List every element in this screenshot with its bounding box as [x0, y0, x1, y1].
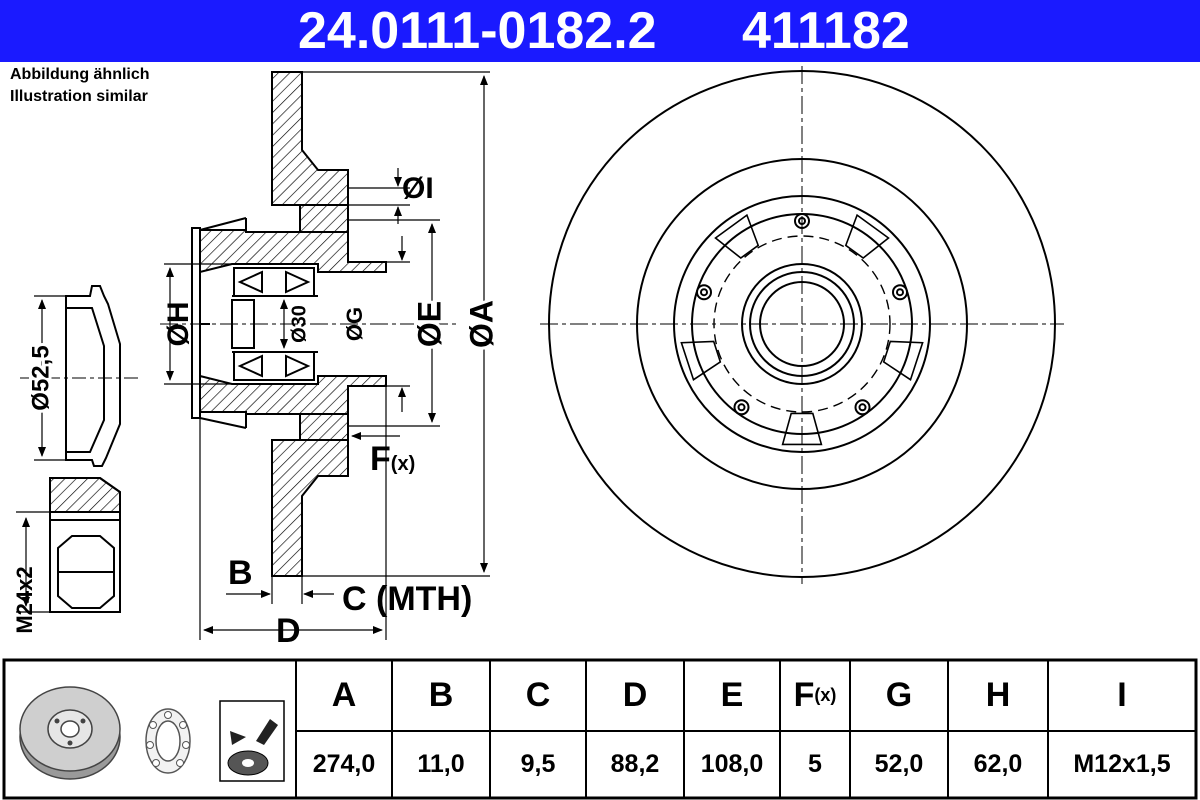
hub-pocket — [882, 340, 924, 381]
disc-cross-section — [191, 71, 387, 577]
label-C: C (MTH) — [342, 580, 472, 618]
spec-value-b: 11,0 — [417, 750, 465, 778]
cap-dimension — [34, 295, 66, 461]
spec-header-h: H — [948, 660, 1048, 731]
header-bar: 24.0111-0182.2 411182 — [0, 0, 1200, 62]
spec-header-a: A — [296, 660, 392, 731]
label-D: D — [276, 612, 301, 650]
label-dia-G: ØG — [342, 307, 367, 341]
bolt-hole — [858, 403, 867, 412]
spec-header-text: C — [525, 676, 551, 714]
spec-value-i: M12x1,5 — [1073, 750, 1171, 778]
disc-front-features — [680, 213, 924, 446]
spec-header-text: D — [622, 676, 648, 714]
spec-header-d: D — [586, 660, 684, 731]
spec-table: A 274,0 B 11,0 C 9,5 D 88,2 E 108,0 F(x) 5 G 52,0 H 62,… — [0, 657, 1200, 800]
spec-value-e: 108,0 — [700, 750, 764, 778]
note-english: Illustration similar — [10, 88, 148, 105]
spec-header-text: H — [985, 676, 1011, 714]
grease-icon — [219, 700, 285, 782]
hub-pocket — [781, 412, 823, 446]
spec-value-h: 62,0 — [973, 750, 1023, 778]
spec-value-a: 274,0 — [312, 750, 376, 778]
reference-number: 411182 — [742, 2, 910, 60]
spec-header-text: I — [1117, 676, 1127, 714]
label-F-main: F — [370, 440, 391, 478]
spec-header-text: A — [331, 676, 357, 714]
spec-header-text: G — [885, 676, 913, 714]
label-thread: M24x2 — [12, 566, 37, 633]
spec-header-f: F(x) — [780, 660, 850, 731]
spec-header-e: E — [684, 660, 780, 731]
bolt-hole — [737, 403, 746, 412]
axle-nut — [49, 477, 121, 613]
label-F: F(x) — [370, 440, 415, 478]
nut-dimension — [16, 511, 50, 613]
spec-header-text: E — [720, 676, 744, 714]
label-dia-A: ØA — [463, 300, 499, 348]
label-dia-I: ØI — [402, 172, 434, 205]
spec-header-i: I — [1048, 660, 1196, 731]
bolt-hole — [700, 288, 708, 297]
spec-header-text: B — [428, 676, 454, 714]
spec-header-suffix: (x) — [814, 685, 837, 705]
label-dia-52: Ø52,5 — [27, 345, 54, 410]
label-dia-30: Ø30 — [288, 305, 310, 343]
spec-table-grid — [2, 658, 1198, 800]
label-dia-H: ØH — [162, 302, 195, 347]
spec-header-c: C — [490, 660, 586, 731]
spec-value-c: 9,5 — [520, 750, 556, 778]
note-german: Abbildung ähnlich — [10, 66, 150, 83]
hub-pocket — [680, 340, 722, 381]
spec-header-g: G — [850, 660, 948, 731]
front-centerlines — [540, 66, 1064, 584]
label-B: B — [228, 554, 253, 592]
spec-value-d: 88,2 — [610, 750, 660, 778]
section-dimensions — [164, 71, 490, 640]
bearing-icon — [145, 708, 191, 774]
spec-value-f: 5 — [808, 750, 822, 778]
bolt-hole — [896, 288, 904, 297]
hub-pocket — [844, 213, 890, 260]
spec-header-b: B — [392, 660, 490, 731]
spec-header-text: F — [793, 676, 815, 714]
spec-value-g: 52,0 — [874, 750, 924, 778]
brake-disc-icon — [19, 686, 121, 780]
label-F-sub: (x) — [391, 453, 415, 475]
part-number: 24.0111-0182.2 — [298, 2, 657, 60]
technical-drawing: ØI ØH Ø30 ØG ØE ØA F(x) B C (MTH) D Ø52,… — [12, 66, 1064, 650]
label-dia-E: ØE — [411, 301, 447, 347]
hub-cap — [65, 285, 121, 467]
hub-pocket — [714, 213, 760, 260]
